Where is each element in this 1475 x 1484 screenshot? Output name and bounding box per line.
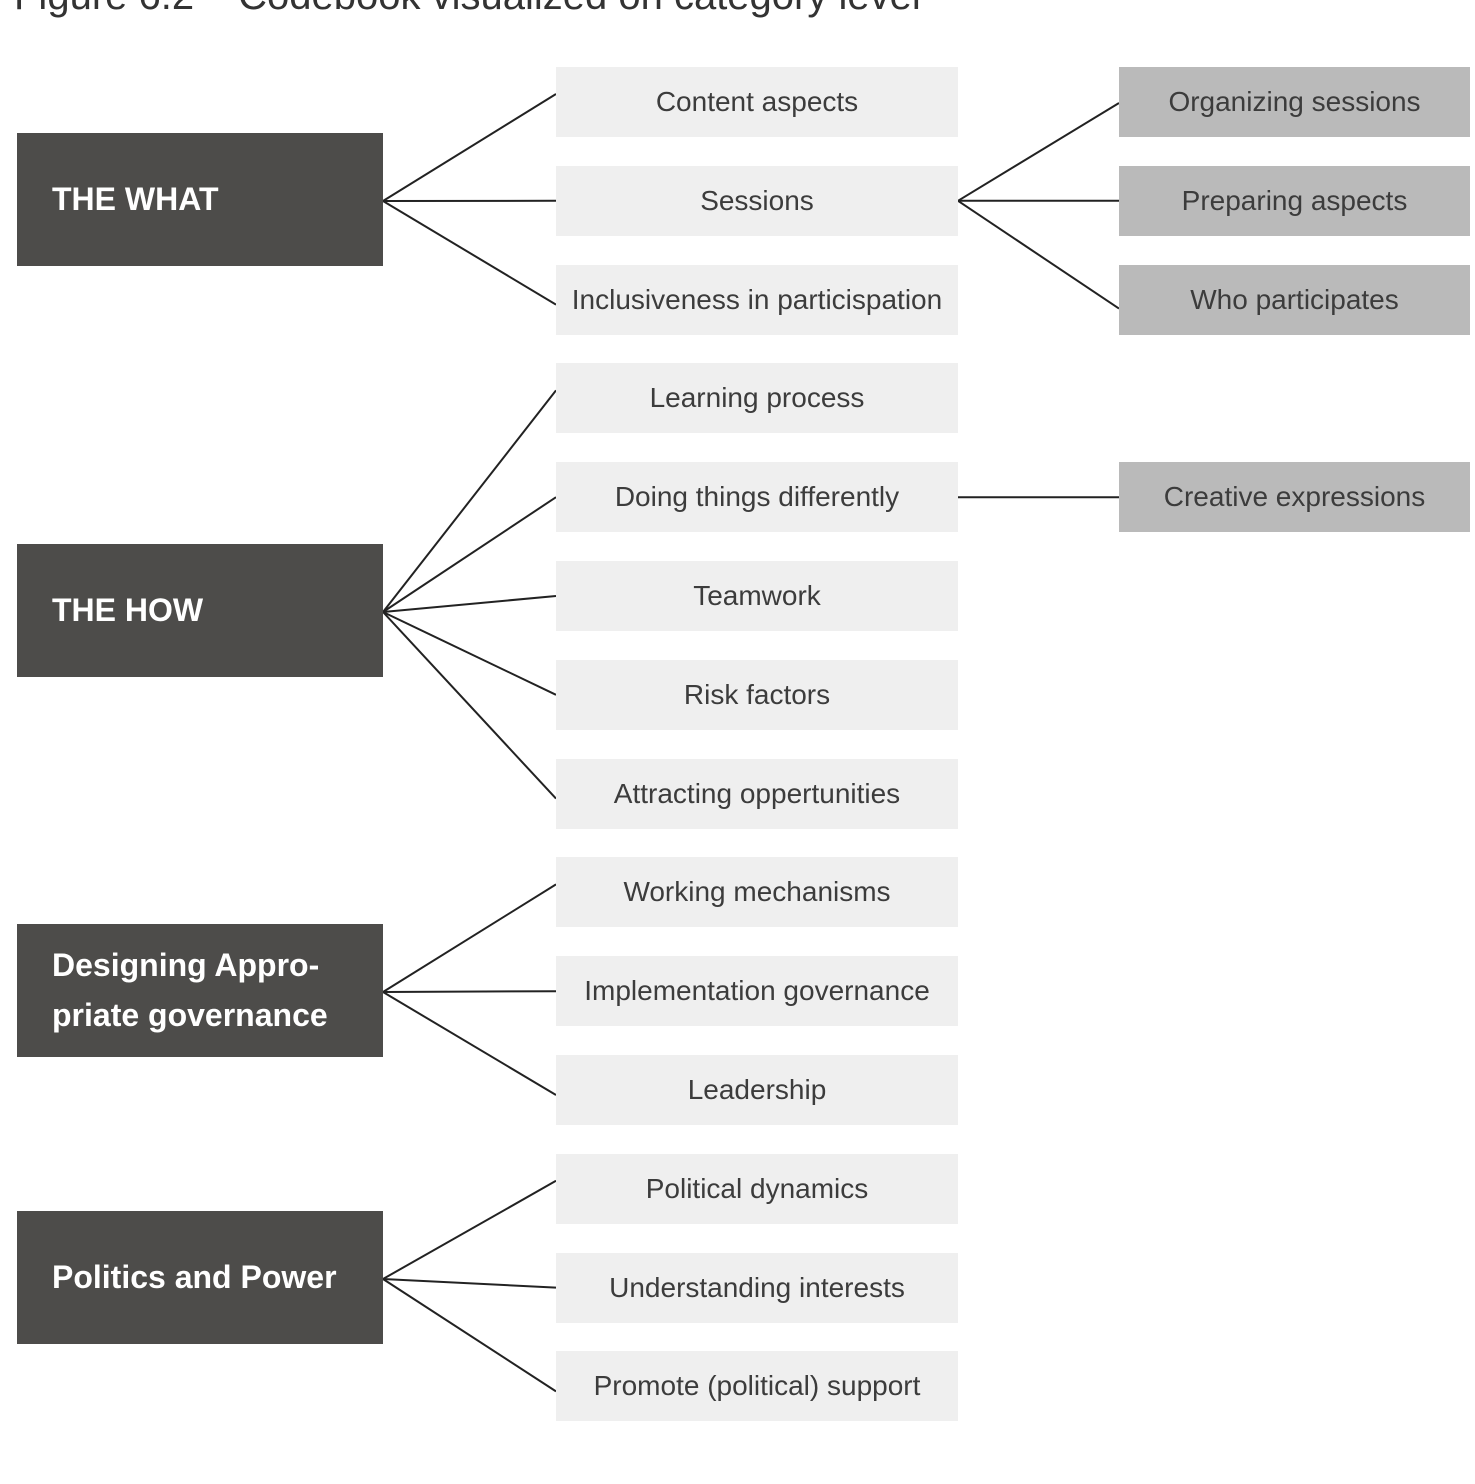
category-box: Politics and Power bbox=[17, 1210, 383, 1344]
subcategory-box: Working mechanisms bbox=[556, 857, 958, 928]
connector-line bbox=[382, 990, 557, 993]
connector-line bbox=[382, 93, 557, 202]
subcategory-box: Risk factors bbox=[556, 659, 958, 730]
connector-line bbox=[382, 595, 557, 613]
subcategory-box-label: Working mechanisms bbox=[623, 876, 891, 908]
subcategory-box-label: Leadership bbox=[687, 1074, 827, 1105]
connector-line bbox=[382, 611, 557, 800]
code-box: Preparing aspects bbox=[1119, 165, 1470, 236]
subcategory-box: Understanding interests bbox=[556, 1252, 958, 1323]
subcategory-box-label: Doing things differently bbox=[614, 481, 900, 513]
subcategory-box-label: Learning process bbox=[649, 382, 865, 414]
subcategory-box-label: Attracting oppertunities bbox=[613, 777, 901, 809]
category-box-label: Politics and Power bbox=[52, 1259, 337, 1295]
subcategory-box-label: Risk factors bbox=[683, 678, 831, 710]
connector-line bbox=[382, 991, 557, 1096]
connector-line bbox=[382, 611, 557, 696]
subcategory-box: Promote (political) support bbox=[556, 1351, 958, 1422]
subcategory-box-label: Implementation governance bbox=[584, 975, 930, 1007]
subcategory-box-label: Sessions bbox=[700, 184, 814, 216]
code-box: Creative expressions bbox=[1119, 462, 1470, 533]
connector-line bbox=[382, 389, 557, 613]
category-box: THE HOW bbox=[17, 543, 383, 677]
subcategory-box-label: Teamwork bbox=[693, 580, 821, 611]
subcategory-box: Sessions bbox=[556, 165, 958, 236]
subcategory-box: Inclusiveness in particispation bbox=[556, 264, 958, 335]
subcategory-box: Doing things differently bbox=[556, 462, 958, 533]
category-box: THE WHAT bbox=[17, 132, 383, 266]
subcategory-box-label: Political dynamics bbox=[645, 1172, 869, 1204]
subcategory-box: Teamwork bbox=[556, 561, 958, 631]
connector-line bbox=[382, 883, 557, 993]
code-box-label: Preparing aspects bbox=[1181, 184, 1408, 216]
connector-line bbox=[957, 199, 1120, 310]
figure-title: Figure 6.2 Codebook visualized on categor… bbox=[14, 0, 921, 16]
subcategory-box-label: Understanding interests bbox=[609, 1271, 905, 1303]
figure-number: Figure 6.2 bbox=[14, 0, 194, 18]
code-box: Who participates bbox=[1119, 264, 1470, 335]
code-box-label: Who participates bbox=[1190, 283, 1399, 315]
connector-line bbox=[382, 496, 557, 613]
code-box-label: Creative expressions bbox=[1163, 481, 1426, 513]
connector-line bbox=[382, 1278, 557, 1289]
subcategory-box: Leadership bbox=[556, 1055, 958, 1125]
category-box-label: Designing Appro-priate governance bbox=[52, 947, 328, 1033]
category-box: Designing Appro-priate governance bbox=[17, 923, 383, 1057]
connector-line bbox=[382, 1278, 557, 1393]
subcategory-box: Attracting oppertunities bbox=[556, 758, 958, 829]
connector-line bbox=[382, 1179, 557, 1280]
code-box-label: Organizing sessions bbox=[1168, 86, 1421, 117]
subcategory-box-label: Promote (political) support bbox=[593, 1370, 921, 1402]
subcategory-box: Implementation governance bbox=[556, 956, 958, 1027]
subcategory-box: Political dynamics bbox=[556, 1153, 958, 1224]
code-box: Organizing sessions bbox=[1119, 67, 1470, 137]
category-box-label: THE WHAT bbox=[52, 181, 219, 217]
subcategory-box-label: Inclusiveness in particispation bbox=[571, 283, 943, 315]
connector-line bbox=[382, 200, 557, 306]
subcategory-box: Content aspects bbox=[556, 67, 958, 137]
subcategory-box-label: Content aspects bbox=[655, 86, 859, 117]
figure-caption: Codebook visualized on category level bbox=[238, 0, 921, 18]
category-box-label: THE HOW bbox=[52, 592, 204, 628]
connector-line bbox=[957, 102, 1120, 202]
subcategory-box: Learning process bbox=[556, 363, 958, 434]
